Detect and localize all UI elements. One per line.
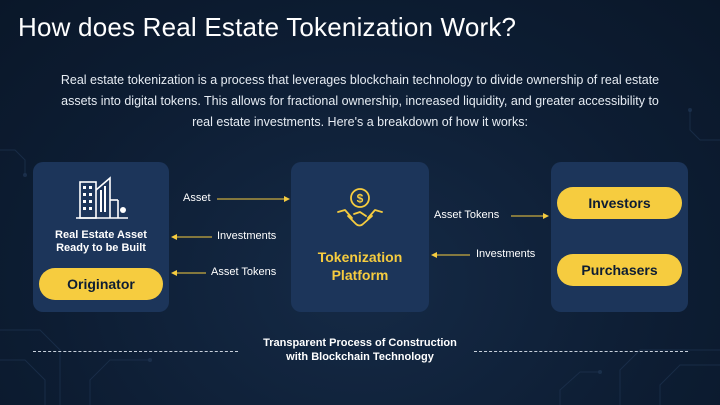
flow-label-asset-tokens-right: Asset Tokens bbox=[434, 209, 500, 221]
purchasers-button[interactable]: Purchasers bbox=[557, 254, 682, 286]
footer-divider-right bbox=[474, 351, 688, 352]
svg-text:$: $ bbox=[357, 192, 364, 206]
platform-label-line1: Tokenization bbox=[317, 249, 403, 265]
footer-line2: with Blockchain Technology bbox=[286, 351, 434, 363]
investors-button[interactable]: Investors bbox=[557, 187, 682, 219]
platform-label-line2: Platform bbox=[331, 267, 389, 283]
intro-paragraph: Real estate tokenization is a process th… bbox=[60, 73, 660, 129]
asset-label-line2: Ready to be Built bbox=[56, 242, 146, 254]
tokenization-platform-card bbox=[291, 162, 429, 312]
footer-line1: Transparent Process of Construction bbox=[263, 337, 457, 349]
flow-label-investments-left: Investments bbox=[217, 230, 277, 242]
asset-label: Real Estate Asset Ready to be Built bbox=[40, 229, 162, 255]
flow-label-asset: Asset bbox=[183, 192, 211, 204]
building-icon bbox=[76, 176, 128, 219]
platform-label: Tokenization Platform bbox=[296, 248, 424, 284]
asset-label-line1: Real Estate Asset bbox=[55, 229, 147, 241]
originator-button[interactable]: Originator bbox=[39, 268, 163, 300]
flow-label-asset-tokens-left: Asset Tokens bbox=[211, 266, 277, 278]
footer-divider-left bbox=[33, 351, 238, 352]
footer-caption: Transparent Process of Construction with… bbox=[250, 336, 470, 364]
flow-label-investments-right: Investments bbox=[476, 248, 536, 260]
page-title: How does Real Estate Tokenization Work? bbox=[18, 12, 517, 42]
handshake-coin-icon: $ bbox=[337, 188, 383, 227]
